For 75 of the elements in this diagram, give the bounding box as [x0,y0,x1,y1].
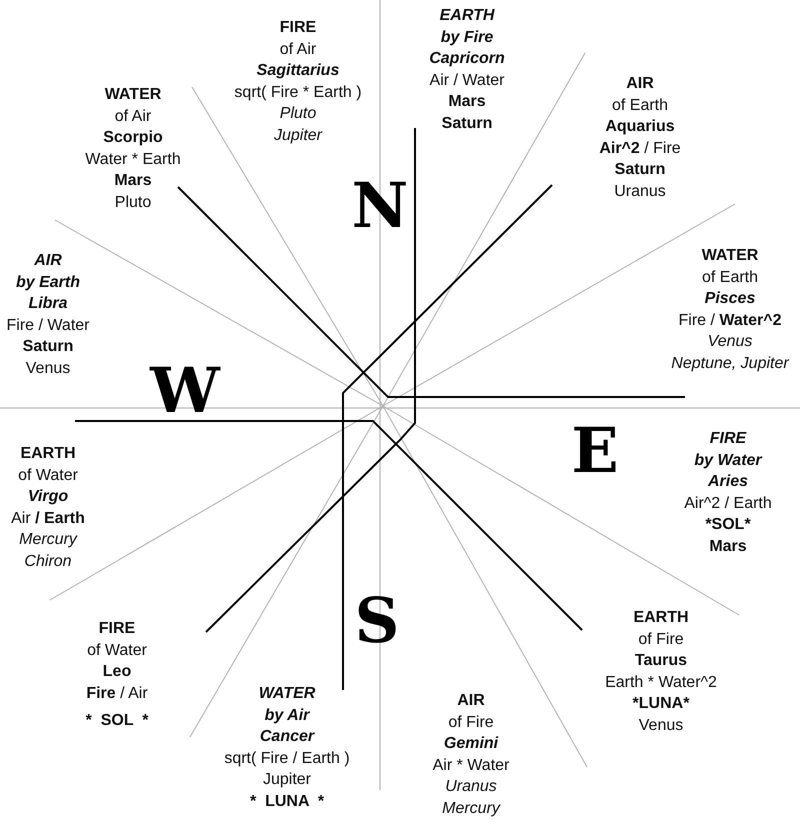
sign-text: Taurus [634,651,688,671]
sign-text: of Earth [612,96,668,116]
sign-text: Cancer [260,727,314,747]
sign-text: Fire / Water^2 [678,310,782,330]
sign-text: Aquarius [605,117,675,137]
sign-text: Air / Water [430,70,504,90]
sign-text: Saturn [442,114,492,134]
sign-text: Pluto [114,192,152,212]
sign-text: of Water [87,640,147,660]
sign-text: AIR [626,74,654,94]
sign-text: Mars [709,536,747,556]
sign-text: * LUNA * [250,792,324,812]
sign-text: of Water [18,466,78,486]
sign-text: Jupiter [262,770,312,790]
sign-text: FIRE [98,619,136,639]
sign-text: Venus [708,332,752,352]
sign-text: by Earth [16,272,80,292]
sign-text: sqrt( Fire * Earth ) [234,82,362,102]
sign-text: AIR [34,251,62,271]
sign-text: Air * Water [432,756,510,776]
sign-text: Air / Earth [11,508,85,528]
sign-text: EARTH [440,6,494,26]
sign-text: WATER [258,684,316,704]
sign-text: of Air [114,106,152,126]
sign-text: Uranus [614,182,666,202]
sign-text: Venus [638,716,684,736]
sign-text: * SOL * [86,711,148,731]
sign-text: Mercury [19,530,77,550]
sign-text: Chiron [24,552,72,572]
sign-text: Uranus [445,777,497,797]
sign-text: Sagittarius [256,61,340,81]
sign-text: Leo [102,662,132,682]
sign-text: WATER [702,246,758,266]
sign-text: of Air [280,40,316,60]
sign-text: Virgo [28,487,68,507]
sign-text: *SOL* [705,515,751,535]
sign-text: Saturn [22,337,74,357]
sign-text: Scorpio [103,128,163,148]
sign-text: *LUNA* [632,694,690,714]
sign-text: Mars [448,92,486,112]
sign-text: Earth * Water^2 [605,672,717,692]
sign-text: Pisces [704,289,756,309]
sign-text: by Air [264,706,310,726]
sign-text: Air^2 / Fire [599,138,681,158]
sign-text: FIRE [710,429,746,449]
sign-text: Mars [114,171,152,191]
sign-text: Fire / Air [86,684,148,704]
sign-text: of Earth [702,268,758,288]
sign-text: Libra [28,294,68,314]
sign-text: EARTH [20,444,76,464]
sign-text: Air^2 / Earth [684,494,772,514]
sign-text: of Fire [448,712,494,732]
compass-letter: E [571,420,619,482]
sign-text: Capricorn [429,49,505,69]
sign-text: Mercury [442,798,500,818]
sign-text: Fire / Water [6,316,90,336]
compass-letter: N [352,175,408,237]
sign-text: Aries [708,472,748,492]
sign-text: AIR [457,691,485,711]
sign-text: FIRE [280,18,316,38]
sign-text: WATER [104,85,162,105]
sign-text: Neptune, Jupiter [671,354,789,374]
sign-text: EARTH [633,608,689,628]
sign-text: Pluto [280,104,316,124]
sign-text: Water * Earth [85,150,181,170]
sign-text: Jupiter [274,126,322,146]
sign-text: Venus [26,358,70,378]
sign-text: Saturn [614,160,666,180]
sign-text: by Water [694,450,762,470]
sign-text: Gemini [444,734,498,754]
compass-letter: S [354,590,400,652]
sign-text: by Fire [440,28,494,48]
compass-letter: W [150,360,220,422]
sign-text: of Fire [638,630,684,650]
sign-text: sqrt( Fire / Earth ) [224,748,350,768]
